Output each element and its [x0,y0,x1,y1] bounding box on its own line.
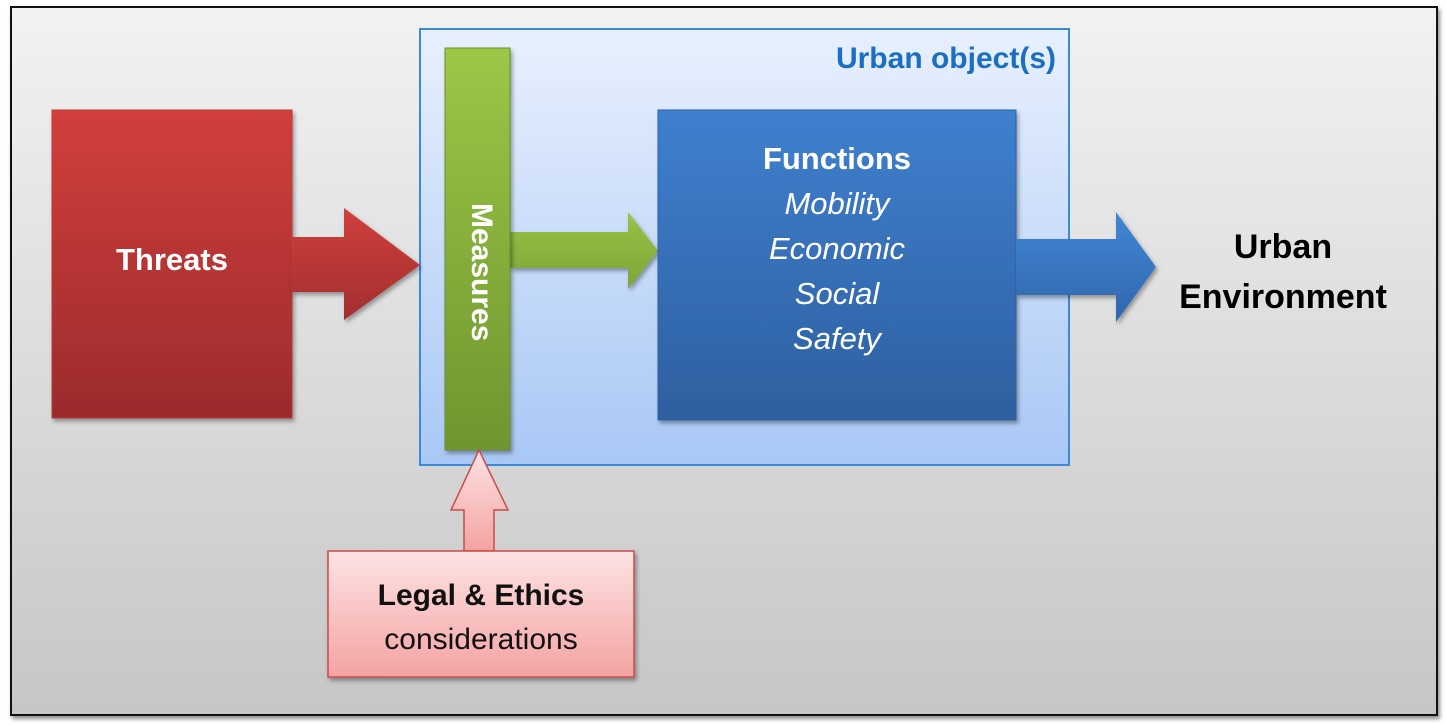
function-item: Social [794,276,880,311]
urban-object-label: Urban object(s) [835,42,1056,75]
function-item: Economic [768,231,906,266]
urban-environment-label: Urban Environment [1150,222,1416,322]
measures-arrow [510,212,658,289]
legal-box [327,550,635,678]
measures-label: Measures [465,203,498,342]
threats-label: Threats [116,242,228,277]
threats-box [51,109,293,419]
functions-text: Functions Mobility Economic Social Safet… [658,136,1016,361]
urban-environment-line2: Environment [1179,278,1387,316]
legal-text: Legal & Ethics considerations [328,574,634,662]
legal-title: Legal & Ethics [377,579,585,612]
environment-arrow [1016,212,1156,322]
legal-arrow [449,448,510,552]
function-item: Safety [793,321,881,356]
function-item: Mobility [784,186,890,221]
measures-bar [444,47,511,451]
legal-subtitle: considerations [384,623,578,656]
threats-arrow [291,208,420,320]
functions-title: Functions [762,141,912,176]
urban-environment-line1: Urban [1233,228,1333,266]
functions-box [657,109,1017,421]
